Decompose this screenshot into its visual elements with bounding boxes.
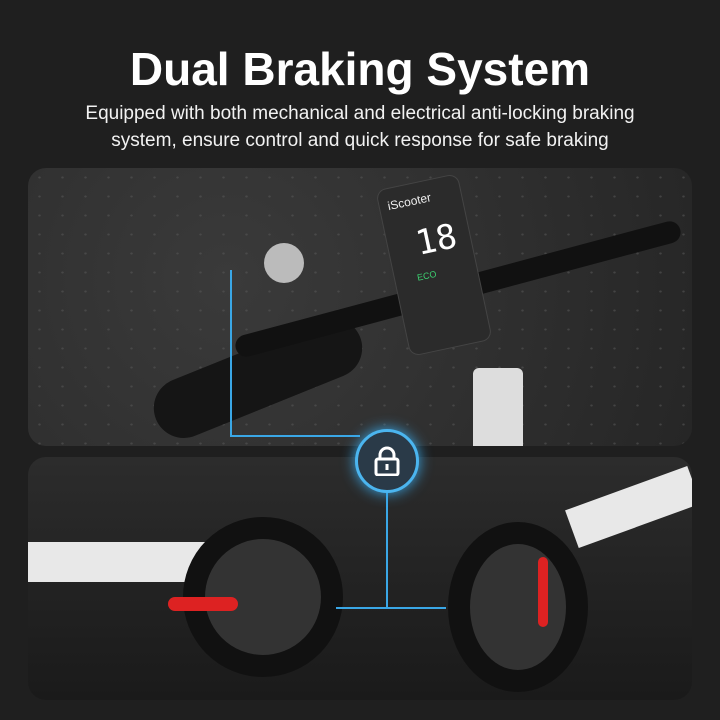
- headline: Dual Braking System: [129, 43, 591, 95]
- rear-light: [168, 597, 238, 611]
- subtitle: Equipped with both mechanical and electr…: [0, 100, 720, 154]
- wheels-photo: [28, 457, 692, 700]
- bell: [264, 243, 304, 283]
- connector-line: [336, 607, 446, 609]
- display-speed: 18: [412, 216, 461, 264]
- subtitle-line-1: Equipped with both mechanical and electr…: [85, 103, 635, 124]
- frame: [565, 465, 692, 549]
- display-mode: ECO: [416, 268, 438, 283]
- handlebar-photo: [28, 168, 692, 446]
- display-brand: iScooter: [386, 190, 433, 214]
- lock-icon: [355, 429, 419, 493]
- connector-line: [386, 490, 388, 608]
- front-reflector: [538, 557, 548, 627]
- connector-line: [230, 435, 360, 437]
- front-wheel: [448, 522, 588, 692]
- stem: [473, 368, 523, 446]
- subtitle-line-2: system, ensure control and quick respons…: [111, 130, 609, 151]
- connector-line: [230, 270, 232, 436]
